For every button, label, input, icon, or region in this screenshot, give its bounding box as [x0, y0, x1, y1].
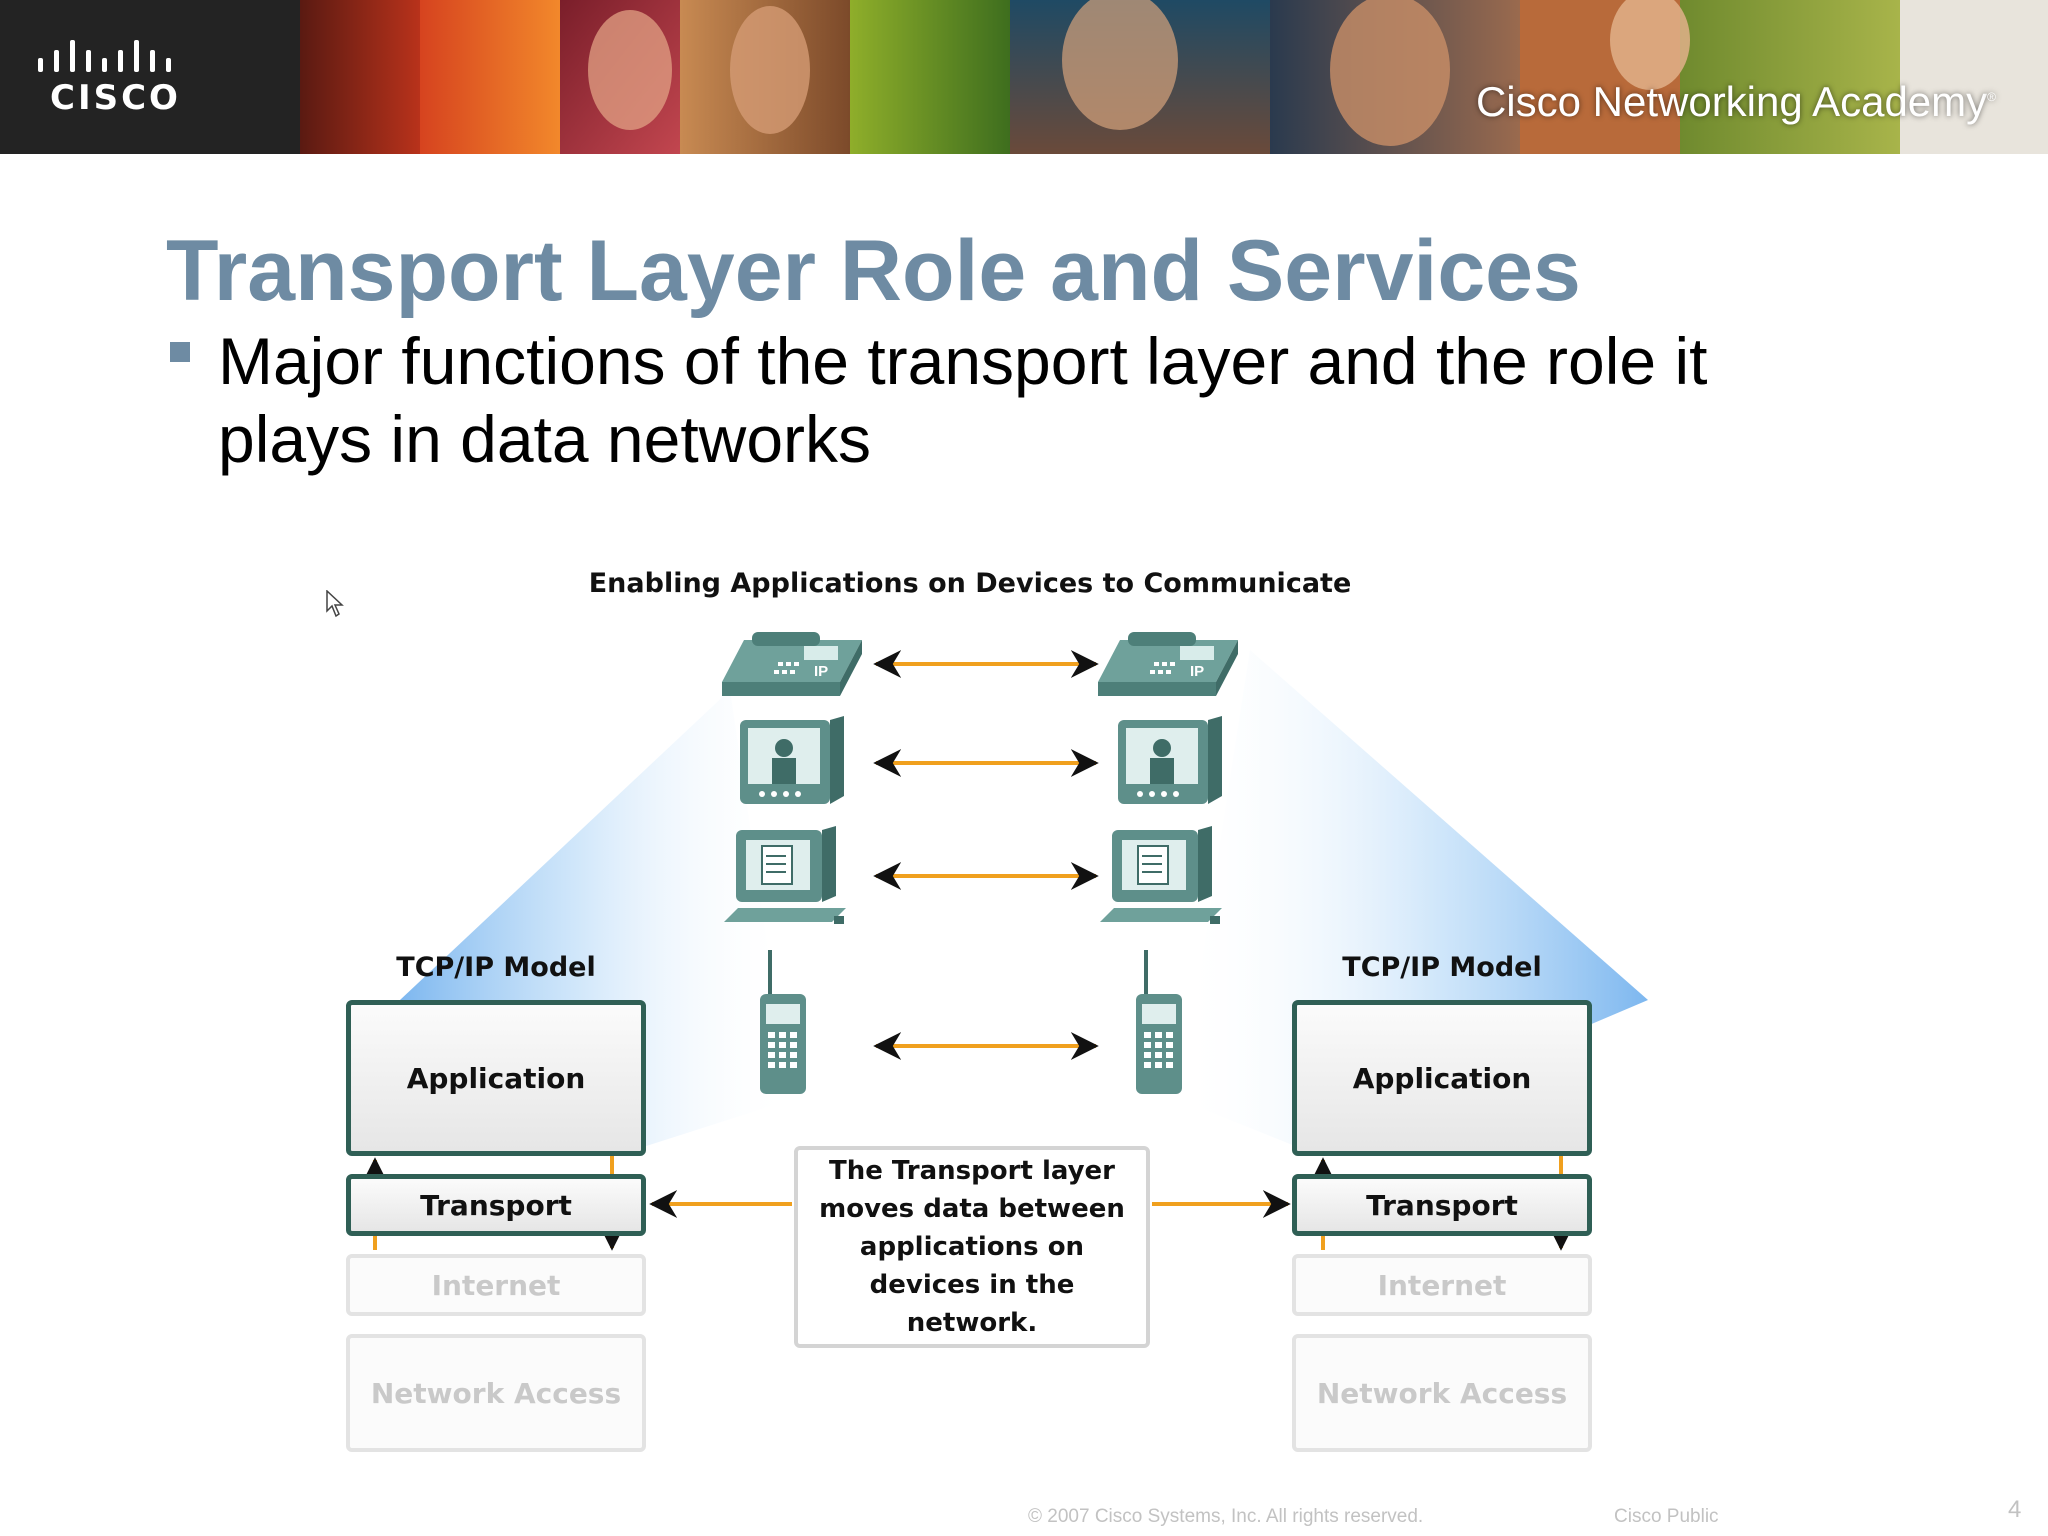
layer-label: Transport [420, 1188, 572, 1222]
banner-photo-collage [300, 0, 2048, 154]
cisco-wordmark: CISCO [50, 78, 181, 118]
cell-phone-icon [1136, 950, 1182, 1094]
mouse-cursor-icon [326, 590, 344, 618]
layer-label: Transport [1366, 1188, 1518, 1222]
svg-text:IP: IP [814, 663, 828, 680]
page-number: 4 [2008, 1496, 2022, 1523]
device-arrows [873, 650, 1099, 1060]
cisco-bars-icon [38, 40, 171, 72]
left-internet-layer: Internet [346, 1254, 646, 1316]
right-application-layer: Application [1292, 1000, 1592, 1156]
cisco-logo: CISCO [0, 0, 300, 154]
header-banner: CISCO [0, 0, 2048, 154]
layer-label: Application [406, 1061, 586, 1095]
right-internet-layer: Internet [1292, 1254, 1592, 1316]
computer-icon [724, 826, 846, 924]
computer-icon [1100, 826, 1222, 924]
right-model-label: TCP/IP Model [1342, 952, 1542, 983]
layer-label: Network Access [1316, 1376, 1568, 1410]
left-model-label: TCP/IP Model [396, 952, 596, 983]
layer-label: Internet [1377, 1268, 1507, 1302]
callout-text: The Transport layer moves data between a… [819, 1156, 1125, 1338]
ip-phone-icon: IP [722, 632, 862, 696]
bullet-square-icon [170, 342, 190, 362]
layer-label: Network Access [370, 1376, 622, 1410]
right-network-access-layer: Network Access [1292, 1334, 1592, 1452]
ip-phone-icon: IP [1098, 632, 1238, 696]
left-application-layer: Application [346, 1000, 646, 1156]
footer-classification: Cisco Public [1614, 1506, 1719, 1527]
diagram-title: Enabling Applications on Devices to Comm… [588, 568, 1352, 599]
left-network-access-layer: Network Access [346, 1334, 646, 1452]
bullet-text: Major functions of the transport layer a… [218, 324, 1708, 476]
trademark-mark: ® [1987, 90, 1996, 104]
right-transport-layer: Transport [1292, 1174, 1592, 1236]
academy-title: Cisco Networking Academy® [1476, 78, 1996, 126]
academy-title-text: Cisco Networking Academy [1475, 78, 1988, 125]
footer-copyright: © 2007 Cisco Systems, Inc. All rights re… [1028, 1506, 1424, 1527]
left-transport-layer: Transport [346, 1174, 646, 1236]
transport-callout: The Transport layer moves data between a… [794, 1146, 1150, 1348]
page-title: Transport Layer Role and Services [166, 223, 1581, 319]
video-terminal-icon [1118, 716, 1222, 804]
layer-label: Application [1352, 1061, 1532, 1095]
video-terminal-icon [740, 716, 844, 804]
svg-text:IP: IP [1190, 663, 1204, 680]
cell-phone-icon [760, 950, 806, 1094]
layer-label: Internet [431, 1268, 561, 1302]
